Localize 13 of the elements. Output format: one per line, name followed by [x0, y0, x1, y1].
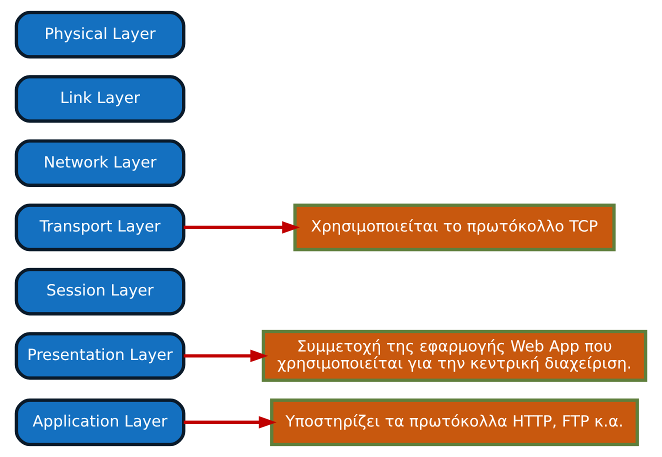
arrow [184, 221, 300, 234]
node-box: Link Layer [14, 75, 186, 123]
node-box: Συμμετοχή της εφαρμογής Web App που χρησιμοποιείται για την κεντρική διαχείριση. [262, 330, 648, 382]
node-box: Network Layer [14, 139, 186, 187]
node-box: Χρησιμοποιείται το πρωτόκολλο TCP [293, 204, 616, 252]
node-box: Application Layer [14, 398, 186, 446]
node-box: Υποστηρίζει τα πρωτόκολλα HTTP, FTP κ.α. [270, 398, 639, 446]
node-box: Presentation Layer [14, 332, 186, 380]
node-box: Session Layer [14, 268, 186, 316]
node-box: Transport Layer [14, 204, 186, 252]
node-box: Physical Layer [14, 10, 186, 58]
arrow [184, 350, 268, 362]
arrow [184, 416, 277, 429]
